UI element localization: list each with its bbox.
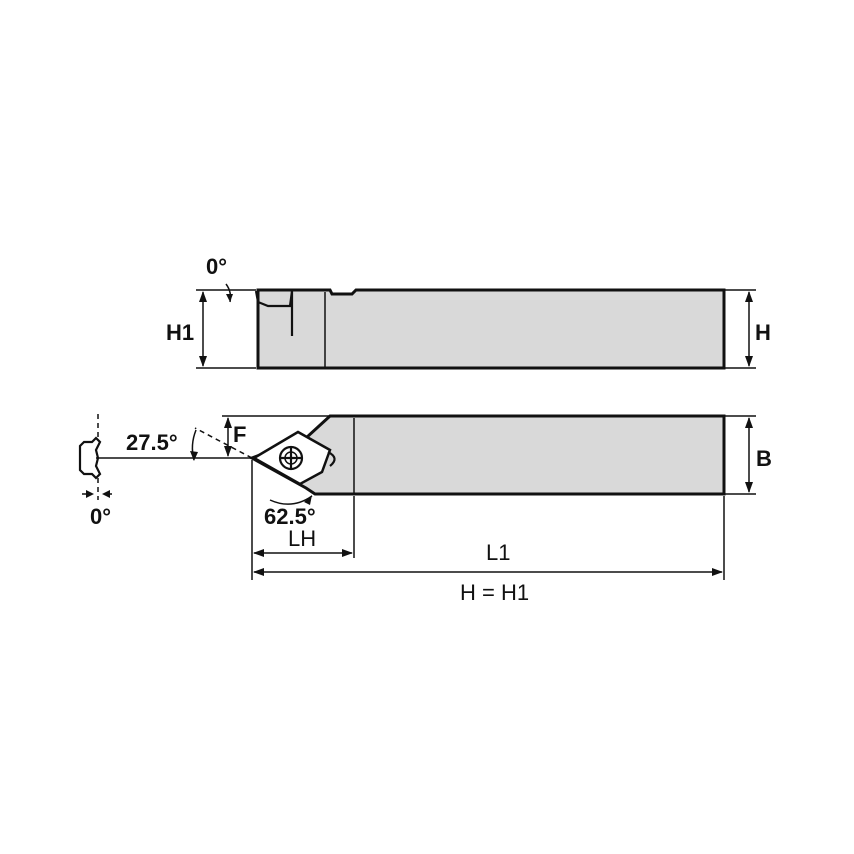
angle-27-label: 27.5° [126,430,178,455]
lh-label: LH [288,526,316,551]
left-angle-label: 0° [90,504,111,529]
h1-label: H1 [166,320,194,345]
h-label: H [755,320,771,345]
side-view-insert-seat [254,290,294,308]
side-view [196,283,756,370]
workpiece-profile [78,436,102,480]
b-label: B [756,446,772,471]
side-view-body [256,288,726,370]
top-view [78,414,756,580]
l1-label: L1 [486,540,510,565]
angle-62-label: 62.5° [264,504,316,529]
f-label: F [233,422,246,447]
h-equals-h1-label: H = H1 [460,580,529,605]
top-angle-label: 0° [206,254,227,279]
